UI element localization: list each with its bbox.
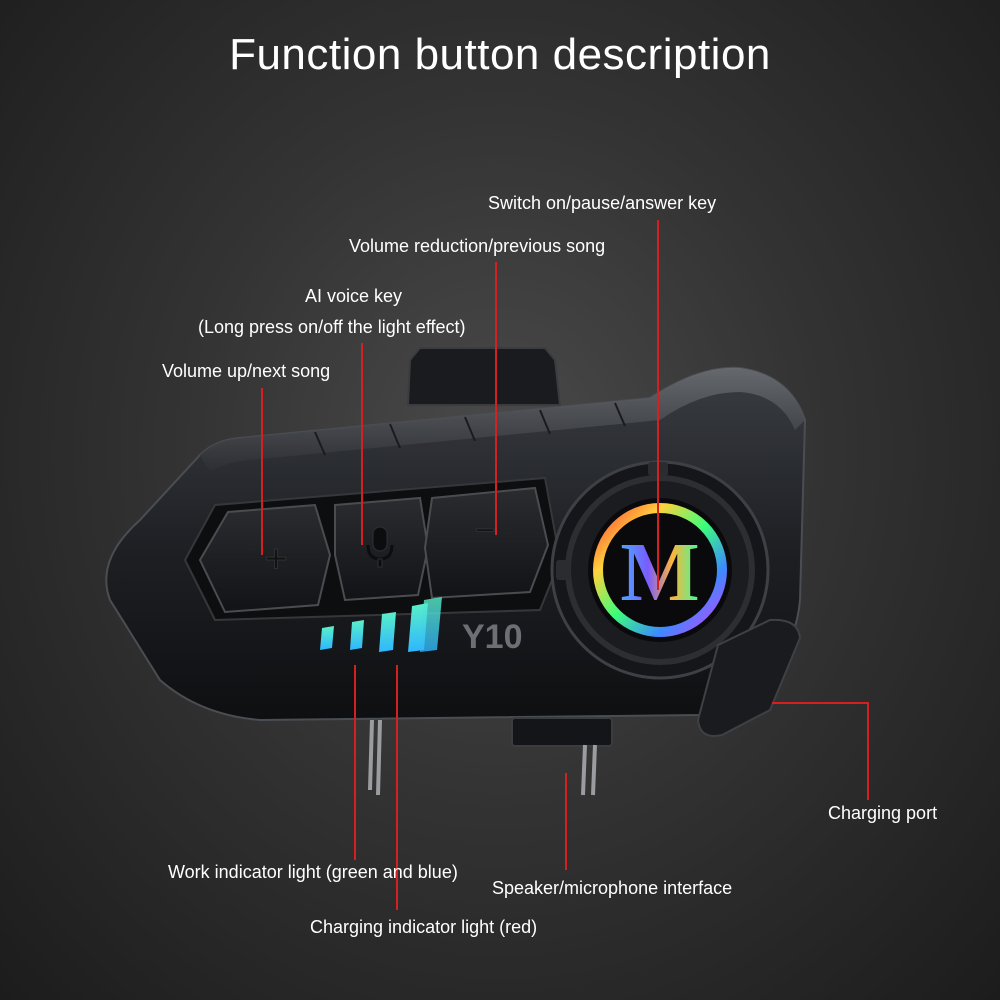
label-switch-key: Switch on/pause/answer key — [488, 193, 717, 213]
indicator-lights — [320, 597, 442, 652]
label-ai-voice: AI voice key — [305, 286, 403, 306]
label-work-indicator: Work indicator light (green and blue) — [168, 862, 458, 882]
plus-icon: + — [264, 537, 287, 581]
label-charging-port: Charging port — [828, 803, 938, 823]
label-ai-voice-sub: (Long press on/off the light effect) — [198, 317, 466, 337]
m-logo-icon: M — [620, 526, 699, 619]
rgb-ring — [593, 503, 727, 637]
page-title: Function button description — [229, 30, 771, 79]
ai-voice-button[interactable] — [334, 496, 430, 602]
microphone-icon — [366, 526, 394, 568]
leader-lines — [261, 220, 869, 910]
minus-icon: − — [474, 509, 495, 550]
label-volume-up: Volume up/next song — [162, 361, 331, 381]
label-volume-reduction: Volume reduction/previous song — [349, 236, 606, 256]
charging-port-cover — [696, 618, 802, 737]
volume-down-button[interactable]: − — [423, 486, 550, 600]
main-switch-button[interactable]: M — [550, 460, 770, 680]
label-charging-indicator: Charging indicator light (red) — [310, 917, 538, 937]
top-clip — [406, 347, 562, 406]
model-logo: Y10 — [462, 618, 523, 656]
label-speaker-mic: Speaker/microphone interface — [492, 878, 733, 898]
volume-up-button[interactable]: + — [198, 503, 332, 614]
